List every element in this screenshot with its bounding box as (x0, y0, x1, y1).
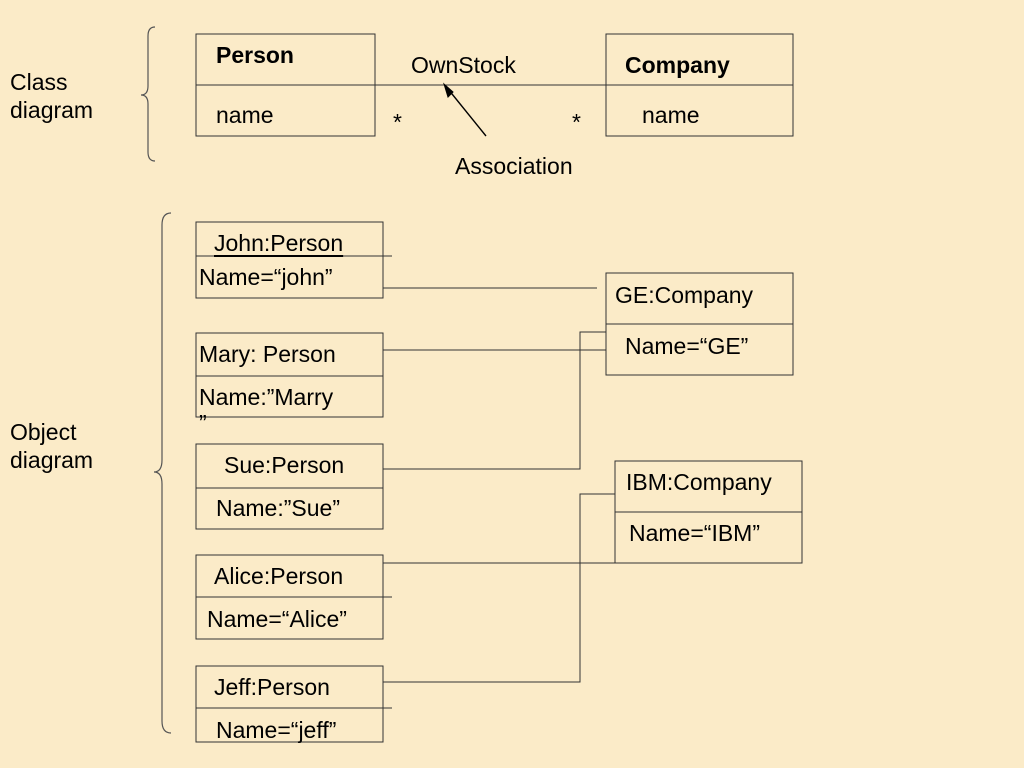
ibm-object-value: Name=“IBM” (629, 520, 760, 546)
john-object-value: Name=“john” (199, 264, 333, 290)
john-object-title: John:Person (214, 230, 344, 256)
jeff-object-box (195, 665, 384, 743)
association-callout-arrow (447, 88, 487, 137)
jeff-object-value: Name=“jeff” (216, 717, 337, 743)
mary-object-value-wrap: ” (199, 410, 207, 436)
company-class-name: Company (625, 52, 730, 78)
association-callout-label: Association (455, 153, 573, 179)
multiplicity-person-end: * (393, 109, 402, 135)
class-diagram-brace (140, 26, 156, 162)
mary-object-value: Name:”Marry (199, 384, 334, 410)
alice-object-title: Alice:Person (214, 563, 344, 589)
mary-object-box (195, 332, 384, 418)
jeff-object-title: Jeff:Person (214, 674, 330, 700)
ibm-object-title: IBM:Company (626, 469, 772, 495)
link-sue-ge (383, 331, 606, 470)
person-class-attribute: name (216, 102, 274, 128)
alice-object-value: Name=“Alice” (207, 606, 347, 632)
class-diagram-label: Class diagram (10, 68, 93, 124)
mary-object-title: Mary: Person (199, 341, 336, 367)
object-diagram-label-line1: Object (10, 419, 77, 445)
ge-object-value: Name=“GE” (625, 333, 749, 359)
company-class-attribute: name (642, 102, 700, 128)
class-diagram-label-line1: Class (10, 69, 68, 95)
arrowhead-icon (442, 82, 454, 98)
object-diagram-label-line2: diagram (10, 447, 94, 473)
sue-object-title: Sue:Person (224, 452, 345, 478)
link-jeff-ibm (383, 493, 615, 683)
object-diagram-label: Object diagram (10, 418, 93, 474)
ge-object-title: GE:Company (615, 282, 754, 308)
association-name: OwnStock (411, 52, 516, 78)
person-class-name: Person (216, 42, 294, 68)
class-diagram-label-line2: diagram (10, 97, 94, 123)
sue-object-box (195, 443, 384, 530)
multiplicity-company-end: * (572, 109, 581, 135)
object-diagram-brace (153, 212, 172, 734)
john-object-box (195, 221, 384, 299)
sue-object-value: Name:”Sue” (216, 495, 340, 521)
